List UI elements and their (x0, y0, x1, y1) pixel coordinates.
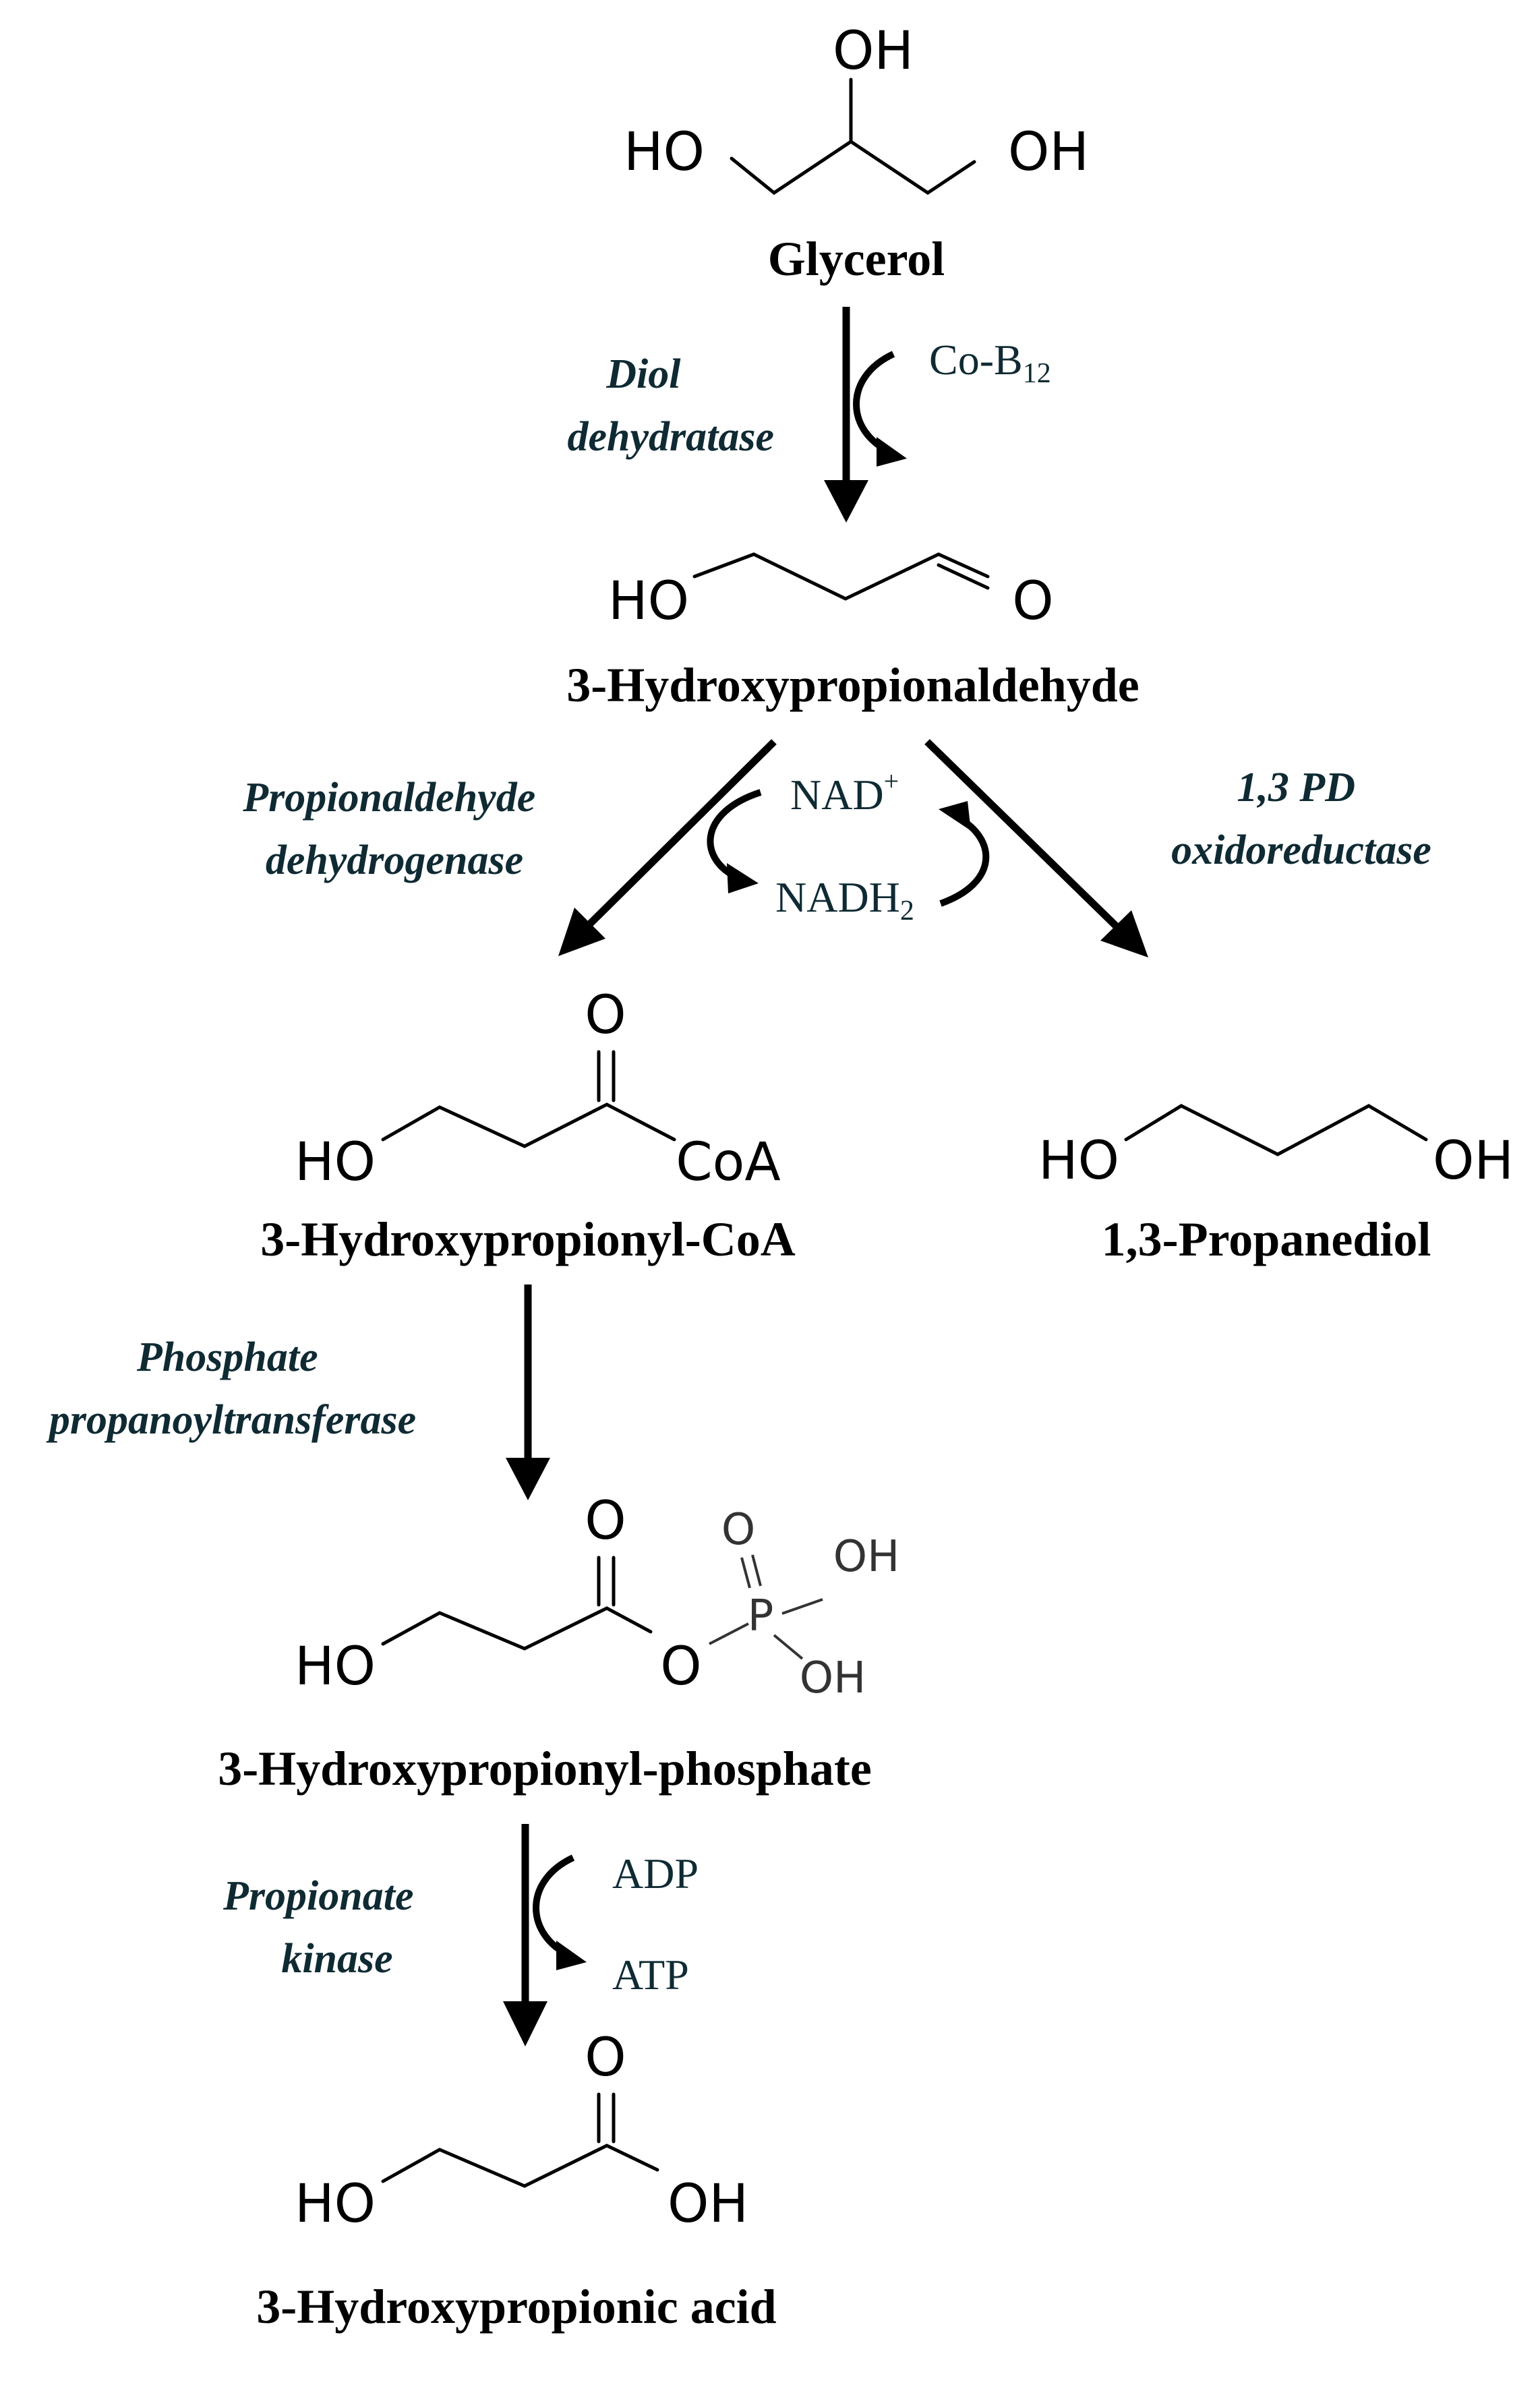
cofactor-atp: ATP (612, 1951, 689, 1999)
arrow-head-hpa-pdo (1100, 910, 1148, 957)
glycerol-skeleton (730, 139, 976, 196)
enzyme-phosphate-propanoyltransferase: Phosphate propanoyltransferase (46, 1334, 416, 1443)
glycerol-structure: OH HO OH (624, 21, 1089, 196)
glycerol-oh-top: OH (833, 21, 914, 82)
hpa-o: O (1012, 571, 1053, 632)
nad-base: NAD (790, 771, 884, 819)
hp-phosphate-p-o-double-b (751, 1554, 762, 1587)
hp-acid-ho: HO (295, 2174, 376, 2235)
cofactor-curve-right-head (939, 801, 971, 831)
co-b12-base: Co-B (929, 336, 1023, 384)
hpa-double-bond (937, 563, 990, 590)
hp-acid-structure: O HO OH (295, 2028, 748, 2235)
pdo-oh: OH (1433, 1131, 1514, 1191)
enzyme-pdo-line1: 1,3 PD (1237, 765, 1355, 810)
hp-phosphate-p-o-double-a (740, 1557, 751, 1589)
enzyme-diol-dehydratase-line2: dehydratase (567, 414, 774, 460)
hp-phosphate-o-phos: O (721, 1505, 755, 1555)
hp-phosphate-oh-lower: OH (800, 1653, 866, 1703)
pdo-skeleton (1124, 1104, 1428, 1156)
hp-phosphate-p-oh-upper-bond (781, 1598, 823, 1615)
hp-coa-structure: O HO CoA (295, 985, 781, 1193)
nadh2-base: NADH (775, 873, 900, 921)
arrow-head-glycerol-hpa (824, 480, 868, 523)
enzyme-ppt-line1: Phosphate (136, 1334, 318, 1380)
hp-acid-oh: OH (668, 2174, 748, 2235)
enzyme-pdo-line2: oxidoreductase (1171, 827, 1431, 873)
hp-coa-label: 3-Hydroxypropionyl-CoA (260, 1212, 795, 1266)
nadh2-sub: 2 (900, 895, 914, 926)
pdo-structure: HO OH (1038, 1104, 1514, 1191)
hp-phosphate-o-carbonyl: O (585, 1491, 626, 1552)
cofactor-curve-b12 (853, 351, 895, 455)
hp-coa-ho: HO (295, 1132, 376, 1193)
hp-phosphate-o-ester: O (660, 1636, 701, 1697)
enzyme-pdh-line1: Propionaldehyde (242, 775, 535, 821)
hpa-structure: HO O (608, 552, 1054, 632)
hp-phosphate-p: P (748, 1591, 774, 1641)
hp-phosphate-ho: HO (295, 1636, 376, 1697)
hp-acid-skeleton (381, 2144, 659, 2188)
co-b12-sub: 12 (1023, 358, 1051, 389)
arrow-head-phosphate-acid (503, 2001, 547, 2046)
cofactor-curve-adp-atp-head (556, 1941, 587, 1970)
nad-sup: + (884, 766, 899, 796)
enzyme-diol-dehydratase: Diol dehydratase (567, 351, 774, 460)
hp-phosphate-o-p-bond (709, 1622, 749, 1645)
hp-phosphate-label: 3-Hydroxypropionyl-phosphate (218, 1742, 872, 1796)
enzyme-propionate-kinase: Propionate kinase (223, 1873, 424, 1982)
glycerol-label: Glycerol (768, 232, 945, 286)
hp-coa-o: O (585, 985, 626, 1046)
hp-phosphate-p-oh-lower-bond (773, 1634, 804, 1660)
hp-phosphate-structure: O HO O P O OH OH (295, 1491, 899, 1703)
enzyme-pdh-line2: dehydrogenase (266, 837, 523, 883)
arrow-head-hpa-coa (558, 908, 605, 956)
cofactor-co-b12: Co-B12 (929, 336, 1051, 389)
hp-coa-coa: CoA (676, 1132, 781, 1193)
cofactor-curve-left (707, 789, 762, 881)
hpa-ho: HO (608, 571, 689, 632)
cofactor-adp: ADP (612, 1850, 699, 1897)
cofactor-curve-right (939, 814, 990, 907)
cofactor-curve-left-head (727, 863, 759, 893)
enzyme-pk-line1: Propionate (223, 1873, 413, 1919)
cofactor-nad: NAD+ (790, 766, 899, 819)
glycerol-ho-left: HO (624, 122, 705, 183)
pdo-ho: HO (1038, 1131, 1119, 1191)
enzyme-ppt-line2: propanoyltransferase (46, 1397, 416, 1443)
hpa-label: 3-Hydroxypropionaldehyde (566, 658, 1139, 712)
enzyme-pd-oxidoreductase: 1,3 PD oxidoreductase (1171, 765, 1431, 873)
hp-coa-skeleton (381, 1102, 676, 1148)
enzyme-pk-line2: kinase (281, 1936, 392, 1982)
cofactor-curve-adp-atp (533, 1854, 575, 1959)
enzyme-diol-dehydratase-line1: Diol (605, 351, 681, 397)
pdo-label: 1,3-Propanediol (1102, 1212, 1431, 1266)
hp-phosphate-skeleton (381, 1606, 653, 1651)
enzyme-propionaldehyde-dehydrogenase: Propionaldehyde dehydrogenase (242, 775, 545, 883)
glycerol-oh-right: OH (1008, 122, 1089, 183)
hp-phosphate-oh-upper: OH (833, 1532, 900, 1582)
cofactor-curve-b12-head (877, 437, 907, 467)
cofactor-nadh2: NADH2 (775, 873, 914, 926)
arrow-head-coa-phosphate (506, 1458, 550, 1500)
arrow-hpa-to-pdo (924, 739, 1122, 932)
hp-acid-o: O (585, 2028, 626, 2088)
hp-acid-label: 3-Hydroxypropionic acid (256, 2280, 776, 2334)
arrow-hpa-to-coa (584, 739, 777, 930)
hpa-skeleton (692, 552, 990, 601)
